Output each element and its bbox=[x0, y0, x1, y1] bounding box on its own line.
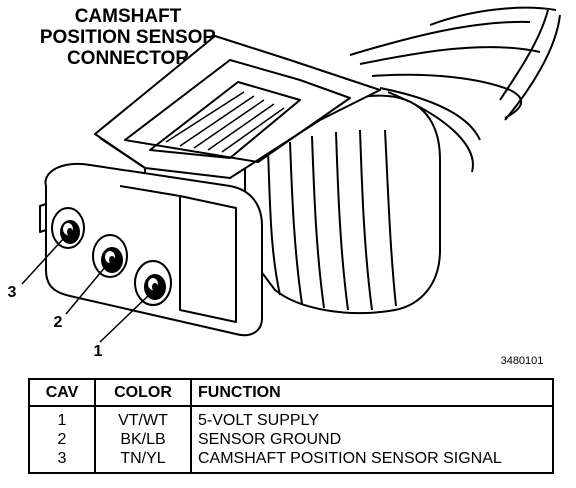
title-line-1: CAMSHAFT bbox=[75, 6, 182, 27]
connector-shell bbox=[44, 162, 263, 337]
cell-function: CAMSHAFT POSITION SENSOR SIGNAL bbox=[190, 449, 553, 473]
cell-cav: 1 bbox=[57, 412, 67, 429]
title-line-2: POSITION SENSOR bbox=[40, 27, 217, 48]
callout-3: 3 bbox=[8, 284, 17, 301]
cavity-3 bbox=[51, 207, 85, 249]
cell-cav: 2 bbox=[57, 431, 67, 448]
connector-illustration: CAMSHAFT POSITION SENSOR CONNECTOR bbox=[8, 6, 561, 367]
boot-ribs bbox=[267, 129, 397, 311]
cavity-2 bbox=[92, 234, 128, 278]
part-number: 3480101 bbox=[501, 355, 544, 367]
cell-function: SENSOR GROUND bbox=[190, 430, 553, 449]
connector-body bbox=[39, 6, 561, 337]
cell-cav: 3 bbox=[57, 450, 67, 467]
cell-color: VT/WT bbox=[94, 406, 191, 430]
header-function: FUNCTION bbox=[190, 379, 553, 407]
cell-color: BK/LB bbox=[94, 430, 191, 449]
callout-1: 1 bbox=[94, 343, 103, 360]
table-row: 2 BK/LB SENSOR GROUND bbox=[29, 430, 553, 449]
cavity-legend-table: CAV COLOR FUNCTION 1 VT/WT 5-VOLT SUPPLY… bbox=[28, 378, 554, 474]
callout-leaders bbox=[21, 237, 151, 343]
cavity-1 bbox=[134, 260, 172, 306]
header-cav: CAV bbox=[29, 379, 95, 407]
table-header-row: CAV COLOR FUNCTION bbox=[29, 379, 553, 407]
callout-2: 2 bbox=[54, 314, 63, 331]
cell-function: 5-VOLT SUPPLY bbox=[190, 406, 553, 430]
header-color: COLOR bbox=[94, 379, 191, 407]
latch-ridges bbox=[165, 91, 285, 153]
cell-color: TN/YL bbox=[94, 449, 191, 473]
table-row: 1 VT/WT 5-VOLT SUPPLY bbox=[29, 406, 553, 430]
table-row: 3 TN/YL CAMSHAFT POSITION SENSOR SIGNAL bbox=[29, 449, 553, 473]
title-line-3: CONNECTOR bbox=[67, 48, 189, 69]
